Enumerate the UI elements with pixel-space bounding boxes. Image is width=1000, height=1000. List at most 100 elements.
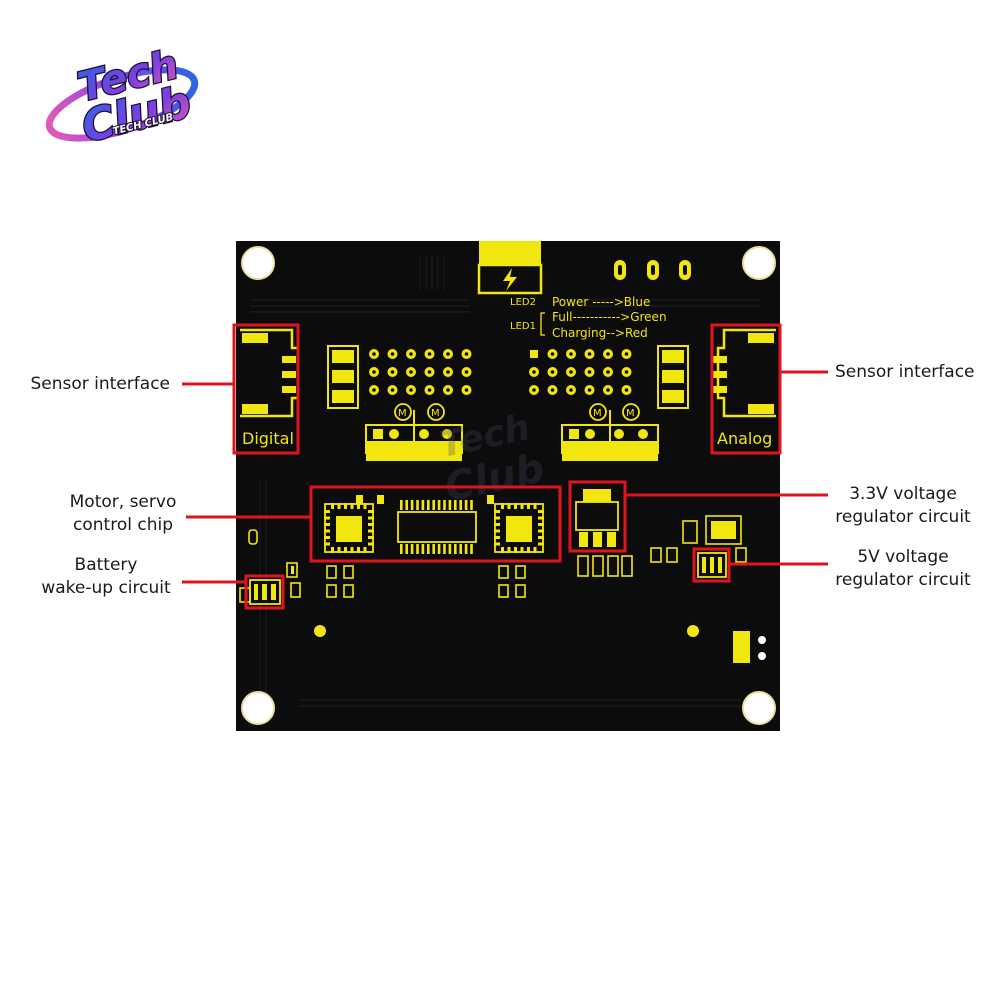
chip-pin — [363, 547, 367, 553]
chip-pin — [507, 547, 511, 553]
mounting-holes — [241, 246, 776, 725]
header-pin-hole — [464, 388, 469, 392]
callout-3v3-line1: 3.3V voltage — [849, 484, 957, 504]
motor-symbol-3: M — [593, 408, 602, 419]
chip-pin — [538, 542, 544, 546]
header-pin-hole — [372, 352, 376, 356]
chip-pin — [331, 503, 334, 509]
led1-label: LED1 — [510, 321, 536, 332]
chip-pin — [443, 544, 446, 554]
chip-pin — [501, 503, 504, 509]
header-pin-hole — [409, 388, 413, 392]
chip-pin — [437, 544, 441, 554]
highlight-3v3 — [568, 480, 627, 553]
header-pin-hole — [624, 352, 629, 356]
header-pin-hole — [390, 388, 395, 392]
header-pin-hole — [464, 352, 469, 356]
callout-motor-chip: Motor, servo control chip — [58, 491, 188, 537]
chip-pin — [494, 542, 500, 546]
pcb-board: LED2 LED1 Power ----->Blue Full---------… — [236, 241, 780, 731]
legend-charging: Charging-->Red — [552, 326, 648, 340]
chip-pin — [454, 544, 457, 554]
header-pin-hole — [446, 370, 450, 374]
chip-pin — [464, 500, 468, 510]
header-pin-hole — [606, 388, 610, 392]
header-pin-hole — [427, 388, 432, 392]
chip-pin — [538, 510, 544, 513]
header-pin-hole — [446, 388, 450, 392]
chip-pin — [533, 547, 537, 553]
chip-pin — [324, 510, 330, 513]
header-pin — [530, 350, 538, 358]
chip-pin — [405, 500, 408, 510]
chip-pin — [405, 544, 408, 554]
chip-pin — [427, 544, 430, 554]
regulator-5v — [697, 552, 727, 578]
chip-pin — [410, 544, 414, 554]
callout-battery: Battery wake-up circuit — [30, 554, 182, 600]
chip-pin — [324, 542, 330, 546]
callout-sensor-left-text: Sensor interface — [30, 374, 171, 394]
chip-pin — [501, 547, 504, 553]
chip-pin — [507, 503, 511, 509]
motor-header-left: M M — [365, 403, 463, 461]
chip-pin — [459, 500, 462, 510]
motor-header-right: M M — [561, 403, 659, 461]
callout-battery-line1: Battery — [74, 555, 138, 575]
header-pin-hole — [390, 352, 395, 356]
chip-pin — [538, 529, 544, 533]
chip-pin — [324, 516, 330, 520]
chip-pin — [324, 523, 330, 526]
callout-battery-line2: wake-up circuit — [41, 578, 171, 598]
chip-pin — [337, 547, 341, 553]
chip-pin — [416, 544, 419, 554]
chip-pin — [470, 544, 473, 554]
chip-pin — [344, 547, 347, 553]
chip-pin — [368, 516, 374, 520]
leader-lines — [182, 370, 828, 584]
motor-driver-chips — [324, 495, 544, 554]
chip-pin — [368, 542, 374, 546]
chip-pin — [514, 503, 517, 509]
header-pin-hole — [624, 370, 629, 374]
header-pin-hole — [532, 388, 536, 392]
chip-pin — [538, 536, 544, 539]
chip-pin — [454, 500, 457, 510]
motor-symbol-1: M — [398, 408, 407, 419]
chip-pin — [421, 544, 425, 554]
header-pin-hole — [409, 370, 413, 374]
highlight-boxes — [232, 323, 782, 610]
header-pin-hole — [427, 352, 432, 356]
chip-pin — [464, 544, 468, 554]
chip-pin — [350, 503, 354, 509]
chip-pin — [337, 503, 341, 509]
chip-pin — [421, 500, 425, 510]
chip-pin — [470, 500, 473, 510]
chip-pin — [494, 529, 500, 533]
chip-pin — [494, 516, 500, 520]
header-pin-hole — [446, 352, 450, 356]
chip-pin — [538, 516, 544, 520]
header-pin-hole — [372, 388, 376, 392]
chip-pin — [527, 547, 530, 553]
pin-header-left — [369, 349, 472, 395]
analog-connector: Analog — [713, 328, 776, 448]
header-pin-hole — [390, 370, 395, 374]
header-pin-hole — [550, 352, 555, 356]
chip-pin — [538, 523, 544, 526]
chip-pin — [494, 536, 500, 539]
highlight-motor-chip — [309, 485, 562, 563]
header-pin-hole — [550, 370, 555, 374]
chip-pin — [363, 503, 367, 509]
highlight-sensor-left — [232, 323, 300, 455]
header-pin-hole — [569, 388, 573, 392]
callout-sensor-right-text: Sensor interface — [835, 362, 975, 382]
chip-pin — [520, 547, 524, 553]
chip-pin — [331, 547, 334, 553]
callout-5v: 5V voltage regulator circuit — [826, 546, 980, 592]
digital-label: Digital — [242, 429, 294, 448]
chip-pin — [350, 547, 354, 553]
chip-pin — [527, 503, 530, 509]
battery-wakeup-circuit — [249, 579, 301, 605]
callout-sensor-right: Sensor interface — [835, 361, 995, 384]
